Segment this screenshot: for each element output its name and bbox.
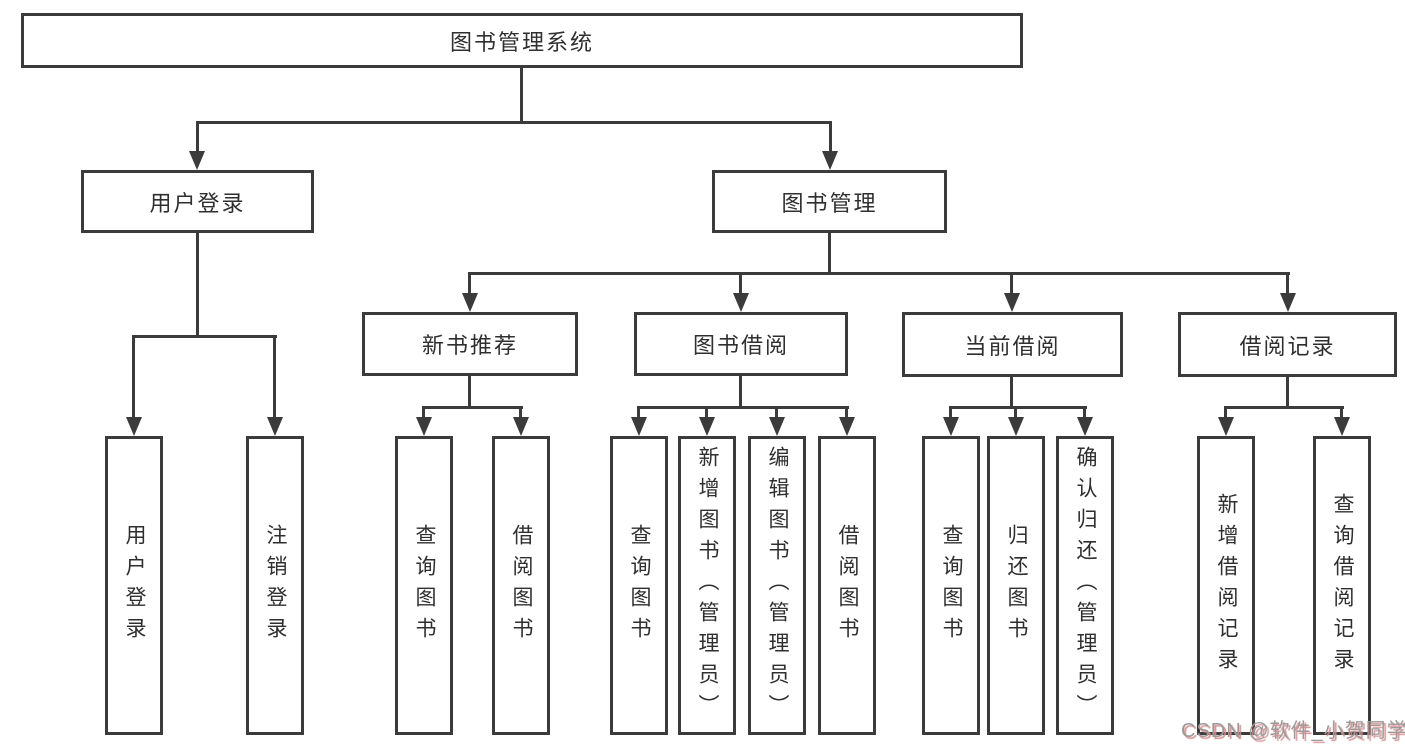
arrowhead-down-icon xyxy=(416,417,432,436)
node-leaf-borrow-books-borrow: 借阅图书 xyxy=(818,436,876,735)
connector-drop-level3 xyxy=(468,272,471,293)
connector-drop-leaf xyxy=(519,406,522,417)
arrowhead-down-icon xyxy=(1004,293,1020,312)
arrowhead-down-icon xyxy=(1077,417,1093,436)
arrowhead-down-icon xyxy=(733,293,749,312)
connector-root-stub xyxy=(520,68,523,124)
connector-drop-leaf xyxy=(1224,406,1227,417)
connector-drop-leaf xyxy=(949,406,952,417)
connector-drop-leaf xyxy=(1340,406,1343,417)
node-label: 用户登录 xyxy=(149,190,246,216)
node-leaf-user-login: 用户登录 xyxy=(105,436,163,735)
arrowhead-down-icon xyxy=(1334,417,1350,436)
arrowhead-down-icon xyxy=(1280,293,1296,312)
node-leaf-borrow-books-recommend: 借阅图书 xyxy=(492,436,550,735)
node-label: 注销登录 xyxy=(264,523,287,648)
arrowhead-down-icon xyxy=(943,417,959,436)
node-label: 借阅图书 xyxy=(510,523,533,648)
arrowhead-down-icon xyxy=(462,293,478,312)
node-label: 查询图书 xyxy=(628,523,651,648)
node-label: 用户登录 xyxy=(123,523,146,648)
node-label: 借阅图书 xyxy=(836,523,859,648)
arrowhead-down-icon xyxy=(839,417,855,436)
node-leaf-query-books-recommend: 查询图书 xyxy=(395,436,453,735)
node-label: 图书管理 xyxy=(781,190,878,216)
connector-drop-user-login xyxy=(196,121,199,151)
node-leaf-logout: 注销登录 xyxy=(246,436,304,735)
arrowhead-down-icon xyxy=(822,151,838,170)
arrowhead-down-icon xyxy=(126,417,142,436)
connector-drop-leaf xyxy=(845,406,848,417)
node-leaf-query-books-borrow: 查询图书 xyxy=(610,436,668,735)
connector-current-stub xyxy=(1010,377,1013,409)
node-label: 借阅记录 xyxy=(1239,333,1336,359)
node-label: 新书推荐 xyxy=(421,333,518,358)
connector-drop-leaf xyxy=(132,335,135,417)
node-label: 图书借阅 xyxy=(692,333,789,358)
connector-book-management-stub xyxy=(828,233,831,275)
node-label: 确认归还（管理员） xyxy=(1074,446,1097,725)
connector-drop-book-management xyxy=(829,121,832,151)
node-leaf-confirm-return-admin: 确认归还（管理员） xyxy=(1056,436,1114,735)
connector-drop-leaf xyxy=(775,406,778,417)
connector-drop-leaf xyxy=(1083,406,1086,417)
node-leaf-query-books-current: 查询图书 xyxy=(922,436,980,735)
node-book-borrowing: 图书借阅 xyxy=(634,312,848,376)
connector-level3-hline xyxy=(468,272,1290,275)
arrowhead-down-icon xyxy=(1218,417,1234,436)
connector-records-stub xyxy=(1286,377,1289,409)
node-label: 编辑图书（管理员） xyxy=(766,446,789,725)
arrowhead-down-icon xyxy=(189,151,205,170)
node-label: 新增图书（管理员） xyxy=(696,446,719,725)
node-leaf-query-borrow-record: 查询借阅记录 xyxy=(1313,436,1371,735)
connector-records-hline xyxy=(1224,406,1344,409)
csdn-watermark: CSDN @软件_小贺同学 xyxy=(1181,720,1405,742)
connector-user-login-hline xyxy=(132,335,277,338)
node-label: 新增借阅记录 xyxy=(1215,492,1238,679)
connector-recommend-stub xyxy=(468,376,471,409)
connector-recommend-hline xyxy=(422,406,523,409)
arrowhead-down-icon xyxy=(769,417,785,436)
connector-drop-level3 xyxy=(1286,272,1289,293)
connector-drop-level3 xyxy=(1010,272,1013,293)
connector-drop-leaf xyxy=(1014,406,1017,417)
connector-drop-leaf xyxy=(637,406,640,417)
arrowhead-down-icon xyxy=(1008,417,1024,436)
node-label: 归还图书 xyxy=(1005,523,1028,648)
node-borrowing-records: 借阅记录 xyxy=(1178,312,1397,377)
node-leaf-edit-book-admin: 编辑图书（管理员） xyxy=(748,436,806,735)
connector-drop-leaf xyxy=(422,406,425,417)
node-label: 查询图书 xyxy=(413,523,436,648)
node-leaf-add-borrow-record: 新增借阅记录 xyxy=(1197,436,1255,735)
node-book-management: 图书管理 xyxy=(712,170,947,233)
node-system-root: 图书管理系统 xyxy=(21,13,1023,68)
connector-drop-leaf xyxy=(273,335,276,417)
arrowhead-down-icon xyxy=(699,417,715,436)
arrowhead-down-icon xyxy=(267,417,283,436)
node-current-borrowing: 当前借阅 xyxy=(902,312,1123,377)
node-user-login: 用户登录 xyxy=(81,170,314,233)
node-new-book-recommend: 新书推荐 xyxy=(362,312,578,376)
arrowhead-down-icon xyxy=(631,417,647,436)
arrowhead-down-icon xyxy=(513,417,529,436)
connector-user-login-stub xyxy=(196,233,199,338)
node-label: 图书管理系统 xyxy=(449,29,594,55)
connector-drop-level3 xyxy=(739,272,742,293)
node-leaf-return-book: 归还图书 xyxy=(987,436,1045,735)
connector-borrowing-hline xyxy=(637,406,849,409)
connector-current-hline xyxy=(949,406,1087,409)
node-label: 当前借阅 xyxy=(964,333,1061,359)
connector-borrowing-stub xyxy=(739,376,742,409)
node-label: 查询借阅记录 xyxy=(1331,492,1354,679)
node-label: 查询图书 xyxy=(940,523,963,648)
connector-level2-hline xyxy=(196,121,832,124)
connector-drop-leaf xyxy=(705,406,708,417)
node-leaf-add-book-admin: 新增图书（管理员） xyxy=(678,436,736,735)
